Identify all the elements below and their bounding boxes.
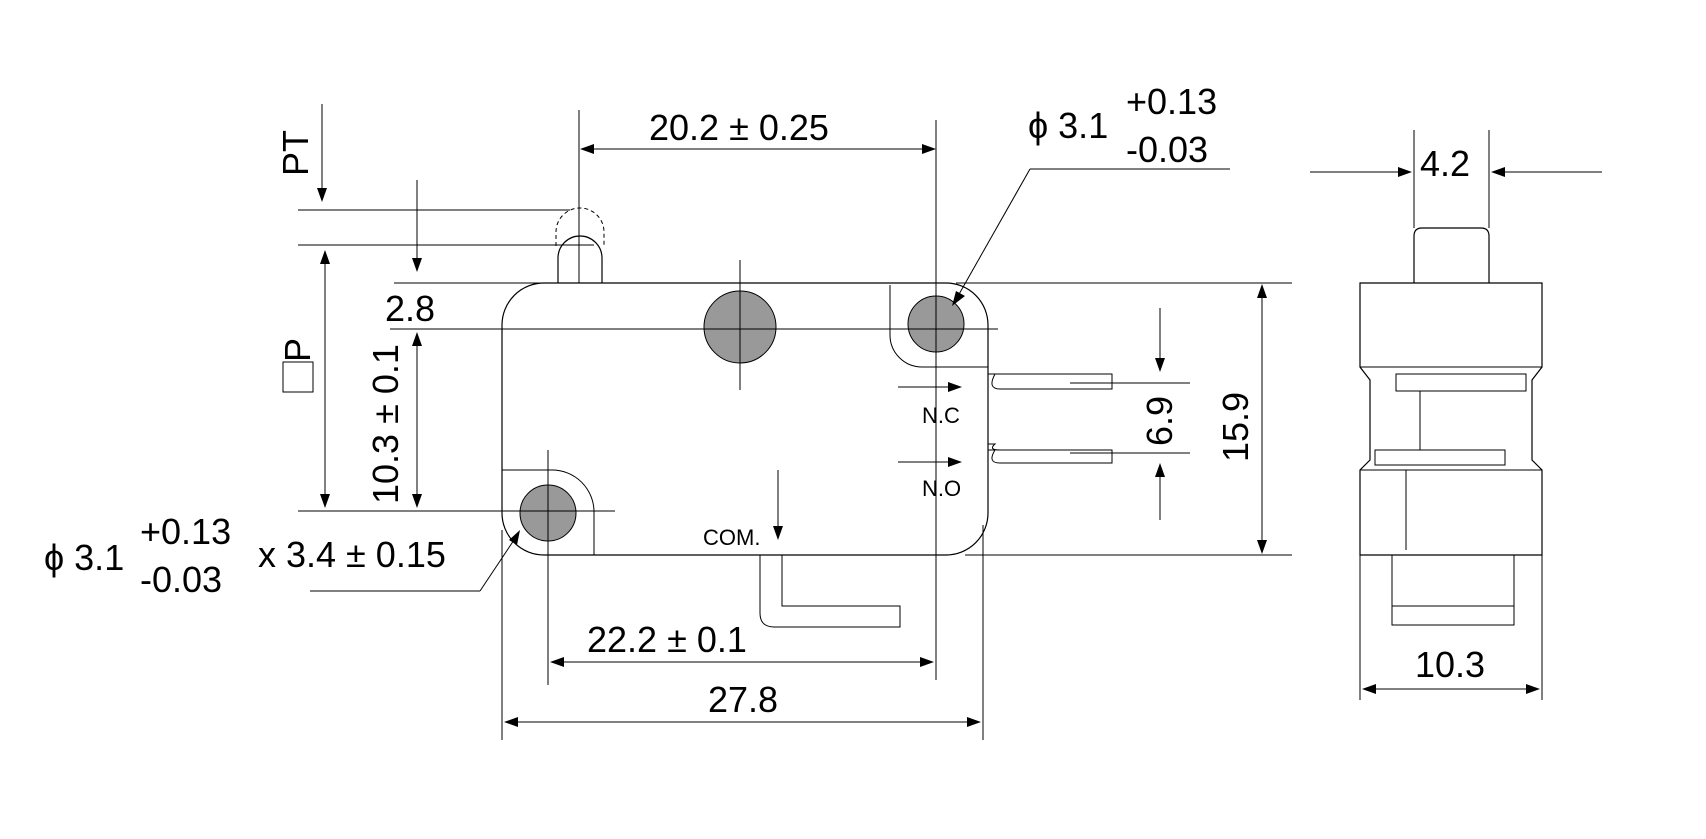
terminal-no-label: N.O: [922, 476, 961, 501]
op-symbol-box: [282, 361, 314, 393]
terminal-no: [988, 443, 1113, 464]
side-terminal-nc: [1395, 373, 1527, 392]
dim-hole-top-tol-plus: +0.13: [1126, 81, 1217, 122]
switch-body: [501, 282, 989, 556]
terminal-nc-label: N.C: [922, 403, 960, 428]
hole-boss-top-right: [889, 285, 988, 368]
dim-hole-spacing: 22.2 ± 0.1: [587, 619, 747, 660]
dim-hole-top-dia: ϕ 3.1: [1028, 105, 1108, 146]
side-body: [1359, 282, 1543, 556]
dim-plunger-offset: 2.8: [385, 288, 435, 329]
dim-plunger-width: 4.2: [1420, 143, 1470, 184]
side-terminal-com: [1391, 554, 1515, 626]
side-terminal-no: [1374, 449, 1506, 466]
dim-hole-bottom-dia: ϕ 3.1: [44, 537, 124, 578]
dim-hole-bottom-tol-plus: +0.13: [140, 511, 231, 552]
plunger: [557, 235, 603, 283]
terminal-com: [759, 555, 901, 628]
terminal-nc: [988, 373, 1113, 390]
side-plunger: [1413, 227, 1490, 283]
side-view: 4.2 10.3: [1310, 130, 1602, 700]
dim-hole-bottom-tol-minus: -0.03: [140, 559, 222, 600]
dim-body-height: 15.9: [1215, 392, 1256, 462]
dim-terminal-spacing: 6.9: [1139, 396, 1180, 446]
dim-pt-label: PT: [275, 130, 316, 176]
dim-body-length: 27.8: [708, 679, 778, 720]
dim-hole-top-tol-minus: -0.03: [1126, 129, 1208, 170]
dim-body-width: 10.3: [1415, 644, 1485, 685]
plunger-free-position: [555, 207, 605, 246]
front-view: N.C N.O COM.: [298, 120, 1113, 685]
terminal-com-label: COM.: [703, 525, 760, 550]
dim-pin-spacing: 20.2 ± 0.25: [649, 107, 829, 148]
hole-boss-bottom-left: [502, 469, 595, 555]
dim-op-label: P: [277, 338, 318, 362]
dim-hole-vertical: 10.3 ± 0.1: [365, 344, 406, 504]
dim-hole-bottom-length: x 3.4 ± 0.15: [258, 534, 446, 575]
front-dimensions: 20.2 ± 0.25 ϕ 3.1 +0.13 -0.03 PT P 2.8 1…: [44, 81, 1292, 740]
